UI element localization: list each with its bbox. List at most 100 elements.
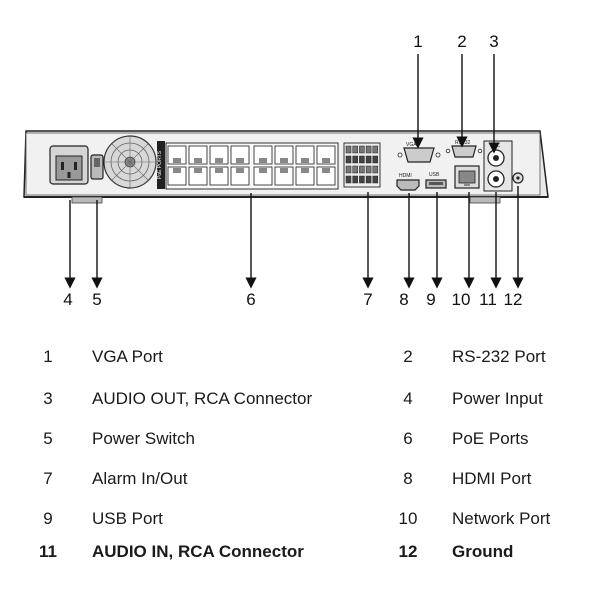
legend-item: 5 Power Switch bbox=[28, 428, 368, 450]
alarm-pin bbox=[365, 155, 372, 164]
callout-arrows bbox=[64, 54, 524, 289]
ground-terminal bbox=[512, 172, 524, 184]
poe-ports-label: PoE PORTS bbox=[157, 150, 163, 179]
poe-port bbox=[274, 166, 294, 186]
fan-grille bbox=[103, 135, 157, 189]
alarm-pin bbox=[352, 165, 358, 174]
hdmi-connector: HDMI bbox=[396, 173, 420, 191]
callout-number: 10 bbox=[452, 290, 471, 309]
power-input-socket bbox=[49, 145, 89, 185]
legend-label: Power Input bbox=[452, 389, 543, 408]
alarm-pin bbox=[352, 155, 358, 164]
alarm-pin bbox=[372, 175, 379, 184]
poe-port bbox=[295, 166, 315, 186]
callout-number: 5 bbox=[92, 290, 101, 309]
legend-number: 1 bbox=[43, 347, 53, 366]
rca-audio-connectors: MIC bbox=[483, 140, 513, 192]
legend-label: PoE Ports bbox=[452, 429, 529, 448]
alarm-terminal-pins bbox=[345, 145, 379, 184]
poe-port bbox=[167, 145, 187, 165]
callout-number: 12 bbox=[504, 290, 523, 309]
poe-port bbox=[209, 166, 229, 186]
legend-number: 9 bbox=[43, 509, 53, 528]
alarm-pin bbox=[345, 155, 352, 164]
legend-item: 7 Alarm In/Out bbox=[28, 468, 368, 490]
callout-number: 6 bbox=[246, 290, 255, 309]
usb-label: USB bbox=[429, 172, 440, 178]
legend-number: 8 bbox=[403, 469, 413, 488]
usb-connector: USB bbox=[425, 172, 447, 189]
power-switch bbox=[90, 154, 104, 180]
alarm-pin bbox=[372, 155, 379, 164]
alarm-pin bbox=[365, 165, 372, 174]
legend-label: AUDIO IN, RCA Connector bbox=[92, 542, 304, 561]
poe-port bbox=[167, 166, 187, 186]
legend-item: 8 HDMI Port bbox=[388, 468, 588, 490]
legend-number: 10 bbox=[398, 509, 418, 528]
alarm-io-terminal bbox=[343, 142, 381, 188]
poe-port bbox=[274, 145, 294, 165]
poe-port bbox=[230, 145, 250, 165]
legend-item: 10 Network Port bbox=[388, 508, 588, 530]
rs232-label: RS232 bbox=[455, 140, 471, 146]
poe-port-grid bbox=[167, 145, 336, 186]
poe-port bbox=[209, 145, 229, 165]
legend-label: Network Port bbox=[452, 509, 551, 528]
alarm-pin bbox=[359, 165, 365, 174]
alarm-pin bbox=[372, 165, 379, 174]
legend-number: 2 bbox=[403, 347, 413, 366]
alarm-pin bbox=[359, 155, 365, 164]
alarm-pin bbox=[359, 145, 365, 154]
poe-ports-block: PoE PORTS bbox=[157, 141, 339, 190]
legend-label: VGA Port bbox=[92, 347, 163, 366]
alarm-pin bbox=[345, 145, 352, 154]
rear-panel-diagram: PoE PORTS VGA RS232 HDMI USB bbox=[23, 32, 549, 309]
legend-number: 5 bbox=[43, 429, 53, 448]
alarm-pin bbox=[352, 145, 358, 154]
legend-label: Alarm In/Out bbox=[92, 469, 188, 488]
alarm-pin bbox=[365, 145, 372, 154]
vga-connector: VGA bbox=[397, 142, 441, 163]
vga-label: VGA bbox=[406, 142, 417, 148]
poe-port bbox=[253, 166, 273, 186]
mic-label: MIC bbox=[491, 143, 501, 149]
legend-item: 9 USB Port bbox=[28, 508, 368, 530]
legend-item: 12 Ground bbox=[388, 541, 588, 563]
legend-label: RS-232 Port bbox=[452, 347, 546, 366]
callout-number: 2 bbox=[457, 32, 466, 51]
poe-port bbox=[316, 166, 336, 186]
alarm-pin bbox=[365, 175, 372, 184]
legend-number: 7 bbox=[43, 469, 53, 488]
poe-port bbox=[188, 166, 208, 186]
callout-number: 9 bbox=[426, 290, 435, 309]
callout-number: 1 bbox=[413, 32, 422, 51]
legend-label: USB Port bbox=[92, 509, 163, 528]
legend-number: 3 bbox=[43, 389, 53, 408]
network-port bbox=[454, 165, 480, 189]
legend-label: Power Switch bbox=[92, 429, 195, 448]
callout-number: 8 bbox=[399, 290, 408, 309]
alarm-pin bbox=[372, 145, 379, 154]
legend-item: 4 Power Input bbox=[388, 388, 588, 410]
hdmi-label: HDMI bbox=[399, 173, 412, 179]
poe-port bbox=[230, 166, 250, 186]
legend-item: 2 RS-232 Port bbox=[388, 346, 588, 368]
legend-number: 4 bbox=[403, 389, 413, 408]
legend-number: 12 bbox=[398, 542, 418, 561]
poe-port bbox=[295, 145, 315, 165]
poe-port bbox=[188, 145, 208, 165]
legend-item: 3 AUDIO OUT, RCA Connector bbox=[28, 388, 368, 410]
legend-label: HDMI Port bbox=[452, 469, 532, 488]
legend-number: 11 bbox=[39, 542, 57, 561]
legend-label: Ground bbox=[452, 542, 514, 561]
callout-number: 4 bbox=[63, 290, 72, 309]
poe-port bbox=[316, 145, 336, 165]
legend-item: 11 AUDIO IN, RCA Connector bbox=[28, 541, 368, 563]
alarm-pin bbox=[352, 175, 358, 184]
alarm-pin bbox=[345, 165, 352, 174]
legend-label: AUDIO OUT, RCA Connector bbox=[92, 389, 313, 408]
poe-port bbox=[253, 145, 273, 165]
alarm-pin bbox=[359, 175, 365, 184]
